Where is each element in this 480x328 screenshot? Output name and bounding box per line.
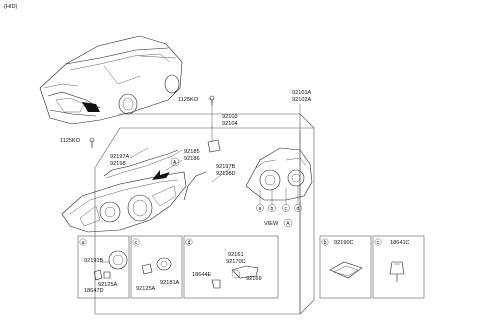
- bracket-92103: [207, 139, 221, 153]
- callout-a-circle: [256, 204, 264, 212]
- callout-b-circle: [268, 204, 276, 212]
- socket-harness-icon: [231, 265, 259, 279]
- view-arrow-letter: A: [173, 160, 177, 166]
- direction-arrow: [152, 170, 170, 180]
- part-label-92161: 92161: [228, 252, 244, 258]
- part-label-92185: 92185: [184, 149, 200, 155]
- hid-bulb-icon: [389, 261, 405, 275]
- part-label-92181A: 92181A: [160, 280, 180, 286]
- part-label-18647D: 18647D: [84, 288, 104, 294]
- leader-lines: [91, 98, 301, 183]
- view-callouts: a b c d: [256, 204, 302, 212]
- callout-b: b: [271, 206, 274, 212]
- part-label-92170C: 92170C: [226, 259, 246, 265]
- part-label-92102A: 92102A: [292, 97, 312, 103]
- part-label-92190C: 92190C: [334, 240, 354, 246]
- detail-box-c: c 92125A 92181A: [130, 235, 183, 299]
- assembly-frame: [94, 113, 315, 315]
- view-arrow-marker: [170, 157, 180, 167]
- part-label-92125A-a: 92125A: [98, 282, 118, 288]
- gasket-icon: [141, 263, 153, 275]
- part-label-92197B: 92197B: [216, 164, 236, 170]
- car-illustration: [39, 35, 183, 125]
- bolt-left: [89, 137, 95, 148]
- view-letter-circle: [283, 218, 293, 228]
- headlamp-assembly: [61, 171, 187, 233]
- part-label-92198D: 92198D: [216, 171, 236, 177]
- detail-box-b-letter: b: [324, 240, 327, 246]
- bulb-cap-icon: [108, 250, 128, 270]
- part-label-18641C: 18641C: [390, 240, 410, 246]
- part-label-92103: 92103: [222, 114, 238, 120]
- part-label-92191B: 92191B: [84, 258, 104, 264]
- part-label-92169: 92169: [246, 276, 262, 282]
- detail-box-c-letter: c: [135, 240, 138, 246]
- view-label: VIEW: [264, 221, 279, 227]
- bolt-top: [209, 95, 215, 106]
- part-label-1125KO-top: 1125KO: [178, 97, 199, 103]
- detail-box-d: d 92161 92170C 18644E 92169: [183, 235, 279, 299]
- view-letter: A: [286, 221, 290, 227]
- part-label-1125KO-left: 1125KO: [60, 138, 81, 144]
- variant-label: (HID): [4, 4, 17, 10]
- part-label-92197A: 92197A: [110, 154, 130, 160]
- callout-a: a: [259, 206, 262, 212]
- trim-strip-92197B: [183, 171, 207, 201]
- headlamp-rear-view: [245, 147, 313, 204]
- callout-d-circle: [294, 204, 302, 212]
- callout-c: c: [285, 206, 288, 212]
- trim-strip-92197A: [103, 149, 179, 177]
- part-label-18644E: 18644E: [192, 272, 212, 278]
- detail-box-c2-letter: c: [377, 240, 380, 246]
- detail-box-b: b 92190C: [319, 235, 372, 299]
- detail-box-a-letter: a: [82, 240, 85, 246]
- part-label-92104: 92104: [222, 121, 238, 127]
- part-label-92198: 92198: [110, 161, 126, 167]
- part-label-92125A-c: 92125A: [136, 286, 156, 292]
- ballast-icon: [329, 261, 363, 279]
- detail-box-c2: c 18641C: [372, 235, 425, 299]
- detail-box-a: a 92191B 92125A 18647D: [77, 235, 130, 299]
- callout-c-circle: [282, 204, 290, 212]
- part-label-92186: 92186: [184, 156, 200, 162]
- detail-box-d-letter: d: [188, 240, 191, 246]
- part-label-92101A: 92101A: [292, 90, 312, 96]
- callout-d: d: [297, 206, 300, 212]
- socket-icon: [156, 257, 172, 271]
- bulb-icon: [211, 279, 221, 289]
